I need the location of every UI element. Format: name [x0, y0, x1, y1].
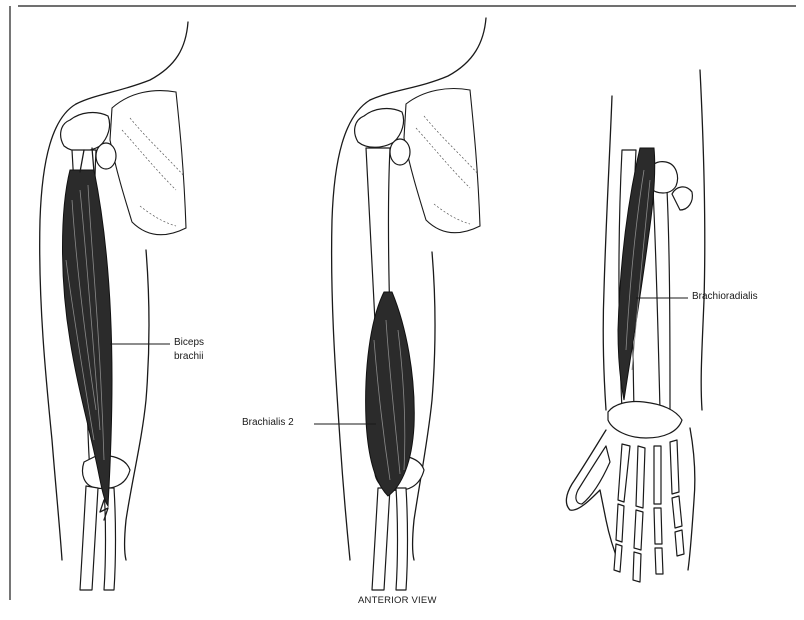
- hand-bones: [614, 440, 684, 582]
- figure-caption: ANTERIOR VIEW: [358, 595, 437, 606]
- label-biceps-line1: Biceps: [174, 337, 204, 349]
- brachialis-muscle: [366, 292, 415, 496]
- label-brachialis: Brachialis 2: [242, 417, 294, 429]
- label-brachioradialis: Brachioradialis: [692, 291, 758, 303]
- label-biceps-line2: brachii: [174, 351, 203, 363]
- biceps-muscle: [63, 170, 113, 506]
- figure-brachialis-arm: [332, 18, 486, 590]
- figure-biceps-arm: [40, 22, 188, 590]
- figure-brachioradialis-forearm: [566, 70, 704, 582]
